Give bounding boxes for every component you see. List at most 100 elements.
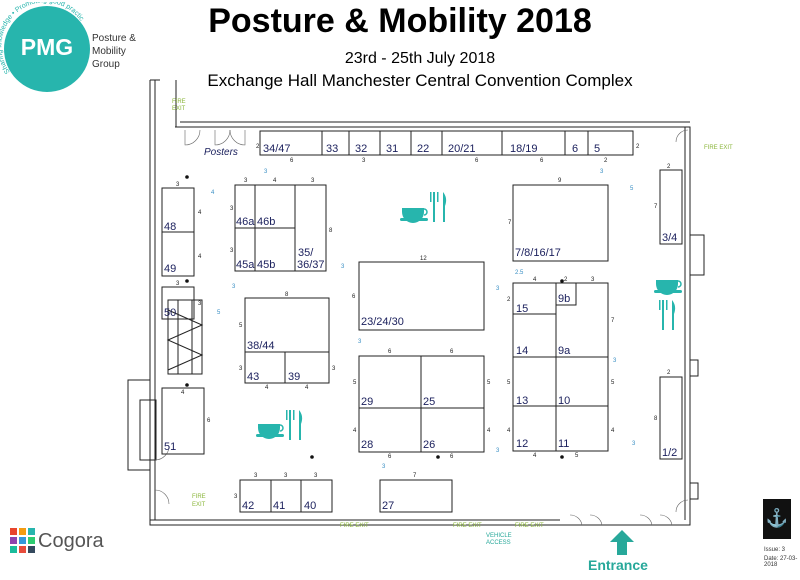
aisle-dim-label: 5 bbox=[217, 310, 221, 316]
dim-label: 6 bbox=[290, 158, 294, 164]
svg-text:⚓: ⚓ bbox=[766, 507, 788, 528]
dim-label: 4 bbox=[487, 428, 491, 434]
dim-label: 2 bbox=[667, 370, 671, 376]
dim-label: 2 bbox=[667, 164, 671, 170]
stand-29: 29 bbox=[361, 396, 373, 408]
stand-11: 11 bbox=[558, 438, 569, 450]
dim-label: 3 bbox=[254, 473, 258, 479]
aisle-dim-label: 2.5 bbox=[515, 270, 524, 276]
dim-label: 9 bbox=[558, 178, 562, 184]
stand-32: 32 bbox=[355, 143, 367, 155]
pmg-logo-abbr: PMG bbox=[20, 34, 74, 60]
aisle-dim-label: 3 bbox=[232, 284, 236, 290]
dim-label: 4 bbox=[198, 254, 202, 260]
dim-label: 3 bbox=[198, 301, 202, 307]
stand-20-21: 20/21 bbox=[448, 143, 476, 155]
stand-7-8-16-17: 7/8/16/17 bbox=[515, 247, 561, 259]
aisle-dim-label: 3 bbox=[613, 358, 617, 364]
stand-22: 22 bbox=[417, 143, 429, 155]
fire-exit-right: FIRE EXIT bbox=[704, 145, 733, 151]
fire-exit-top-left-1: FIRE bbox=[172, 99, 186, 105]
dim-label: 6 bbox=[352, 294, 356, 300]
dim-label: 8 bbox=[654, 416, 658, 422]
hall-outer-wall bbox=[149, 80, 691, 526]
pmg-logo-ring: Sharing knowledge • Promoting good pract… bbox=[0, 2, 85, 75]
issue-date: Date: 27-03-2018 bbox=[764, 556, 798, 568]
stand-46a: 46a bbox=[236, 216, 255, 228]
aisle-dim-label: 3 bbox=[341, 264, 345, 270]
aisle-dim-label: 4 bbox=[211, 190, 215, 196]
posters-label: Posters bbox=[204, 147, 238, 158]
dim-label: 6 bbox=[475, 158, 479, 164]
stand-12: 12 bbox=[516, 438, 528, 450]
entrance-arrow-icon bbox=[610, 530, 634, 555]
dim-label: 2 bbox=[256, 144, 260, 150]
cogora-logo-text: Cogora bbox=[38, 530, 104, 552]
dim-label: 8 bbox=[329, 228, 333, 234]
company-stamp-icon: ⚓ bbox=[763, 499, 791, 539]
stand-1-2: 1/2 bbox=[662, 447, 677, 459]
dim-label: 4 bbox=[611, 428, 615, 434]
stand-45b: 45b bbox=[257, 259, 275, 271]
dim-label: 2 bbox=[636, 144, 640, 150]
pmg-name-line1: Posture & bbox=[92, 33, 136, 44]
stand-15: 15 bbox=[516, 303, 528, 315]
dim-label: 4 bbox=[265, 385, 269, 391]
stand-27: 27 bbox=[382, 500, 394, 512]
aisle-dim-label: 3 bbox=[600, 169, 604, 175]
dim-label: 5 bbox=[507, 380, 511, 386]
stand-9b: 9b bbox=[558, 293, 570, 305]
fire-exit-bottom-3: FIRE EXIT bbox=[515, 523, 544, 529]
stand-26: 26 bbox=[423, 439, 435, 451]
dim-label: 4 bbox=[507, 428, 511, 434]
stand-40: 40 bbox=[304, 500, 316, 512]
dim-label: 7 bbox=[508, 220, 512, 226]
dim-label: 6 bbox=[388, 349, 392, 355]
aisle-dim-label: 5 bbox=[630, 186, 634, 192]
pmg-name-line3: Group bbox=[92, 59, 120, 70]
dim-label: 5 bbox=[353, 380, 357, 386]
stand-51: 51 bbox=[164, 441, 176, 453]
dim-label: 8 bbox=[285, 292, 289, 298]
dim-label: 4 bbox=[533, 453, 537, 459]
dim-label: 4 bbox=[305, 385, 309, 391]
dim-label: 3 bbox=[311, 178, 315, 184]
stand-35-line2: 36/37 bbox=[297, 259, 325, 271]
stand-23-24-30: 23/24/30 bbox=[361, 316, 404, 328]
dim-label: 2 bbox=[604, 158, 608, 164]
cutlery-icon bbox=[659, 300, 676, 330]
dim-label: 7 bbox=[413, 473, 417, 479]
dim-label: 12 bbox=[420, 256, 427, 262]
dim-label: 5 bbox=[575, 453, 579, 459]
fire-exit-bottom-1: FIRE EXIT bbox=[340, 523, 369, 529]
aisle-dim-label: 3 bbox=[496, 286, 500, 292]
stand-13: 13 bbox=[516, 395, 528, 407]
dim-label: 3 bbox=[591, 277, 595, 283]
stand-5: 5 bbox=[594, 143, 600, 155]
dim-label: 3 bbox=[230, 248, 234, 254]
dim-label: 6 bbox=[207, 418, 211, 424]
dim-label: 6 bbox=[450, 349, 454, 355]
dim-label: 2 bbox=[507, 297, 511, 303]
stand-31: 31 bbox=[386, 143, 398, 155]
entrance-label: Entrance bbox=[588, 557, 648, 573]
dim-label: 3 bbox=[176, 182, 180, 188]
stand-41: 41 bbox=[273, 500, 285, 512]
dim-label: 3 bbox=[362, 158, 366, 164]
dim-label: 6 bbox=[388, 454, 392, 460]
dim-label: 5 bbox=[487, 380, 491, 386]
pmg-logo bbox=[4, 6, 90, 92]
stand-49: 49 bbox=[164, 263, 176, 275]
dim-label: 5 bbox=[239, 323, 243, 329]
dim-label: 5 bbox=[611, 380, 615, 386]
dim-label: 6 bbox=[540, 158, 544, 164]
stand-42: 42 bbox=[242, 500, 254, 512]
dim-label: 4 bbox=[198, 210, 202, 216]
dim-label: 3 bbox=[332, 366, 336, 372]
fire-exit-bottom-2: FIRE EXIT bbox=[453, 523, 482, 529]
stand-14: 14 bbox=[516, 345, 528, 357]
event-venue: Exchange Hall Manchester Central Convent… bbox=[207, 71, 633, 90]
dim-label: 4 bbox=[181, 390, 185, 396]
dim-label: 3 bbox=[230, 206, 234, 212]
